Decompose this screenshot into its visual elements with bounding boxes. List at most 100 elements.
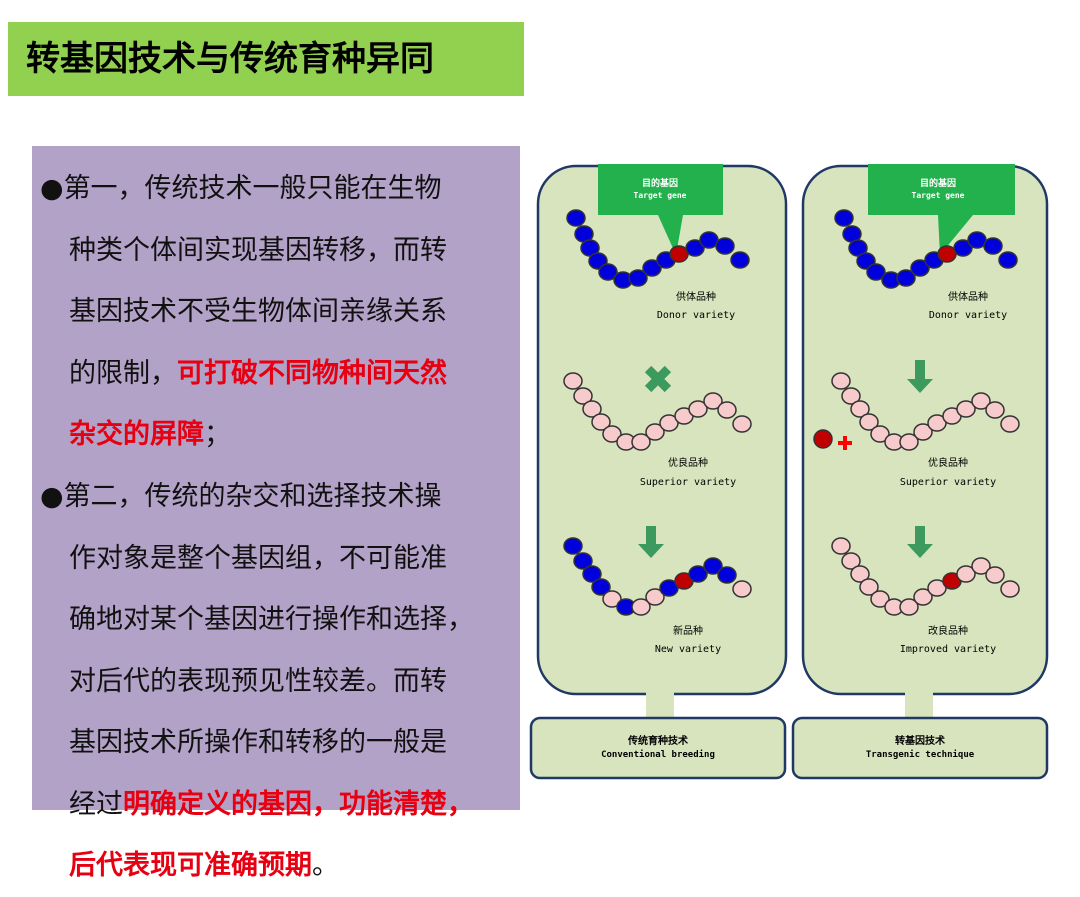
cross-icon	[644, 365, 672, 393]
left-donor-en: Donor variety	[657, 310, 735, 321]
gene-bead	[913, 423, 933, 441]
gene-bead	[659, 414, 679, 432]
left-superior-cn: 优良品种	[668, 456, 708, 469]
right-donor-en: Donor variety	[929, 310, 1007, 321]
gene-bead	[870, 590, 890, 608]
left-panel: 传统育种技术 Conventional breeding 目的基因 Target…	[529, 164, 788, 780]
highlight-text: 明确定义的基因，功能清楚，	[123, 788, 474, 820]
gene-bead	[998, 251, 1018, 269]
paragraph-line: 基因技术不受生物体间亲缘关系	[40, 281, 518, 343]
right-donor-cn: 供体品种	[948, 290, 988, 303]
gene-bead	[573, 552, 593, 570]
gene-bead	[717, 401, 737, 419]
gene-bead	[730, 251, 750, 269]
gene-bead	[834, 209, 854, 227]
gene-bead	[598, 263, 618, 281]
body-text: 基因技术不受生物体间亲缘关系	[69, 296, 447, 327]
paragraph-line: ●第二，传统的杂交和选择技术操	[40, 466, 518, 528]
body-text: 确地对某个基因进行操作和选择，	[69, 604, 474, 635]
gene-bead	[645, 423, 665, 441]
gene-bead	[850, 400, 870, 418]
gene-bead	[850, 565, 870, 583]
gene-bead	[717, 566, 737, 584]
paragraph-line: 种类个体间实现基因转移，而转	[40, 220, 518, 282]
gene-bead	[927, 579, 947, 597]
gene-bead	[831, 537, 851, 555]
gene-bead	[841, 552, 861, 570]
gene-bead	[1000, 580, 1020, 598]
gene-bead	[831, 372, 851, 390]
gene-bead	[971, 557, 991, 575]
right-footer-box	[791, 716, 1049, 780]
body-text: 。	[312, 850, 339, 881]
right-donor-chromosome	[834, 209, 1018, 289]
gene-bead	[563, 537, 583, 555]
gene-bead	[956, 400, 976, 418]
gene-bead	[732, 580, 752, 598]
gene-bead	[685, 239, 705, 257]
down-arrow-icon	[907, 360, 933, 393]
right-result-cn: 改良品种	[928, 624, 968, 637]
left-new-variety-chromosome	[563, 537, 752, 616]
gene-bead	[688, 400, 708, 418]
paragraph-line: 杂交的屏障；	[40, 404, 518, 466]
highlight-text: 可打破不同物种间天然	[177, 357, 447, 389]
gene-bead	[715, 237, 735, 255]
right-panel: 转基因技术 Transgenic technique 目的基因 Target g…	[791, 164, 1049, 780]
gene-bead	[841, 387, 861, 405]
gene-bead	[642, 259, 662, 277]
gene-bead	[602, 425, 622, 443]
gene-bead	[953, 239, 973, 257]
down-arrow-icon	[638, 526, 664, 558]
title-bar: 转基因技术与传统育种异同	[8, 22, 524, 96]
gene-bead	[971, 392, 991, 410]
gene-bead	[591, 578, 611, 596]
right-improved-chromosome	[831, 537, 1020, 616]
highlight-text: 杂交的屏障	[69, 419, 204, 450]
left-callout-en: Target gene	[634, 191, 687, 200]
gene-bead	[956, 565, 976, 583]
gene-bead	[866, 263, 886, 281]
gene-bead	[1000, 415, 1020, 433]
gene-bead	[870, 425, 890, 443]
left-callout-cn: 目的基因	[642, 177, 678, 189]
gene-bead	[899, 598, 919, 616]
gene-bead	[591, 413, 611, 431]
plus-icon	[838, 436, 852, 450]
gene-bead	[732, 415, 752, 433]
left-footer-en: Conventional breeding	[601, 749, 715, 760]
down-arrow-icon	[907, 526, 933, 558]
text-panel: ●第一，传统技术一般只能在生物种类个体间实现基因转移，而转基因技术不受生物体间亲…	[32, 146, 520, 881]
gene-bead	[688, 565, 708, 583]
body-text: 作对象是整个基因组，不可能准	[69, 542, 447, 574]
paragraph-1: ●第一，传统技术一般只能在生物种类个体间实现基因转移，而转基因技术不受生物体间亲…	[40, 158, 518, 466]
left-footer-box	[529, 716, 787, 780]
right-target-gene-callout	[868, 164, 1015, 255]
paragraph-line: 对后代的表现预见性较差。而转	[40, 651, 518, 713]
gene-bead	[566, 209, 586, 227]
bullet-icon: ●	[40, 481, 64, 512]
right-callout-en: Target gene	[912, 191, 965, 200]
body-text: 对后代的表现预见性较差。而转	[69, 665, 447, 697]
breeding-comparison-diagram: 传统育种技术 Conventional breeding 目的基因 Target…	[529, 164, 1049, 780]
left-donor-cn: 供体品种	[676, 290, 716, 303]
paragraph-line: ●第一，传统技术一般只能在生物	[40, 158, 518, 220]
paragraph-line: 后代表现可准确预期。	[40, 835, 518, 897]
right-connector	[905, 692, 933, 718]
right-superior-cn: 优良品种	[928, 456, 968, 469]
right-footer-cn: 转基因技术	[895, 734, 945, 747]
right-callout-cn: 目的基因	[920, 177, 956, 189]
gene-bead	[985, 566, 1005, 584]
gene-bead	[602, 590, 622, 608]
body-text: ；	[204, 419, 231, 450]
gene-bead	[859, 413, 879, 431]
gene-bead	[659, 579, 679, 597]
gene-bead	[631, 598, 651, 616]
body-text: 第一，传统技术一般只能在生物	[63, 173, 442, 204]
gene-bead	[985, 401, 1005, 419]
gene-bead	[983, 237, 1003, 255]
gene-bead	[910, 259, 930, 277]
right-superior-en: Superior variety	[900, 477, 996, 488]
gene-bead	[645, 588, 665, 606]
gene-bead	[703, 392, 723, 410]
